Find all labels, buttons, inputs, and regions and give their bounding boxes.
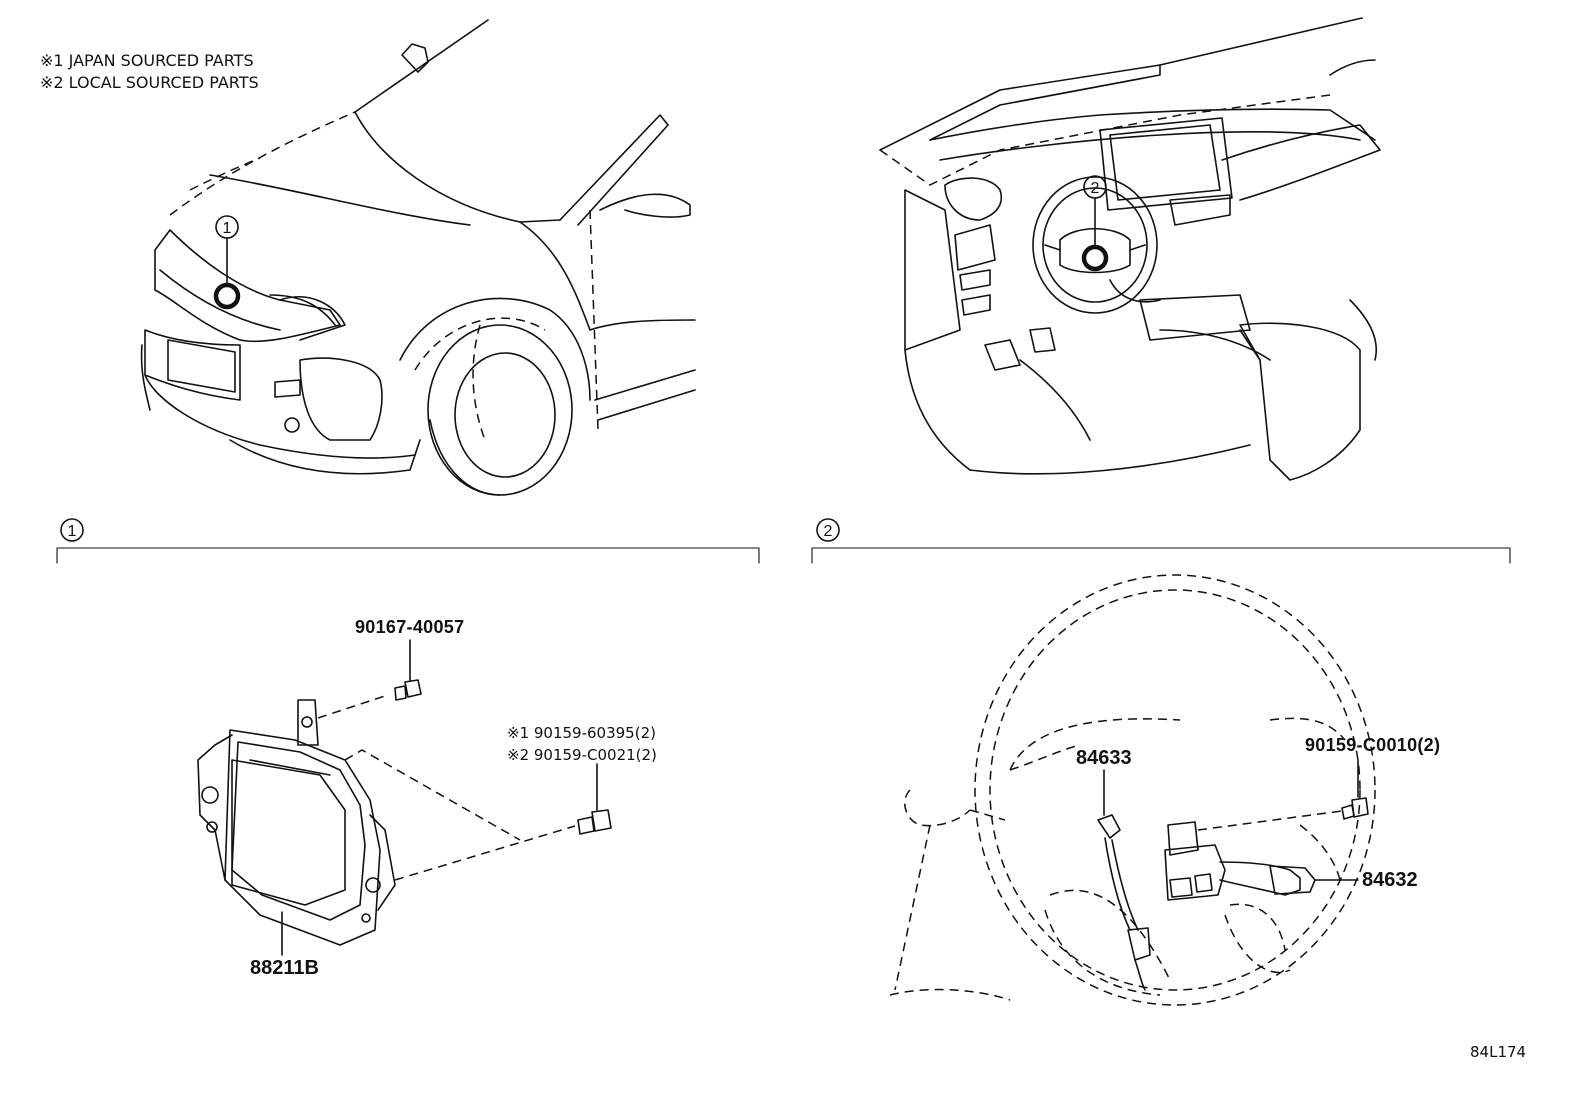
interior-illustration: 2 bbox=[879, 17, 1381, 481]
diagram-code: 84L174 bbox=[1470, 1043, 1526, 1061]
section-2-label: 2 bbox=[824, 523, 833, 540]
location-marker-1-dot bbox=[213, 282, 241, 310]
part-label-90159-60395: ※1 90159-60395(2) bbox=[507, 724, 656, 742]
part-label-84633: 84633 bbox=[1076, 747, 1132, 769]
part-label-88211B: 88211B bbox=[250, 957, 319, 979]
radar-sensor-assembly bbox=[197, 639, 612, 956]
part-label-90159-C0021: ※2 90159-C0021(2) bbox=[507, 746, 657, 764]
location-marker-2-label: 2 bbox=[1091, 180, 1100, 197]
location-marker-2-dot bbox=[1081, 244, 1109, 272]
car-front-illustration: 1 bbox=[140, 19, 696, 496]
section-2-header: 2 bbox=[811, 518, 1511, 564]
section-1-label: 1 bbox=[68, 523, 77, 540]
steering-switch-assembly bbox=[889, 574, 1376, 1006]
location-marker-1-label: 1 bbox=[223, 220, 232, 237]
note-japan-sourced: ※1 JAPAN SOURCED PARTS bbox=[40, 51, 254, 70]
part-label-90167-40057: 90167-40057 bbox=[355, 617, 464, 637]
part-label-90159-C0010: 90159-C0010(2) bbox=[1305, 735, 1440, 755]
section-1-header: 1 bbox=[56, 518, 760, 564]
part-label-84632: 84632 bbox=[1362, 869, 1418, 891]
note-local-sourced: ※2 LOCAL SOURCED PARTS bbox=[40, 73, 259, 92]
